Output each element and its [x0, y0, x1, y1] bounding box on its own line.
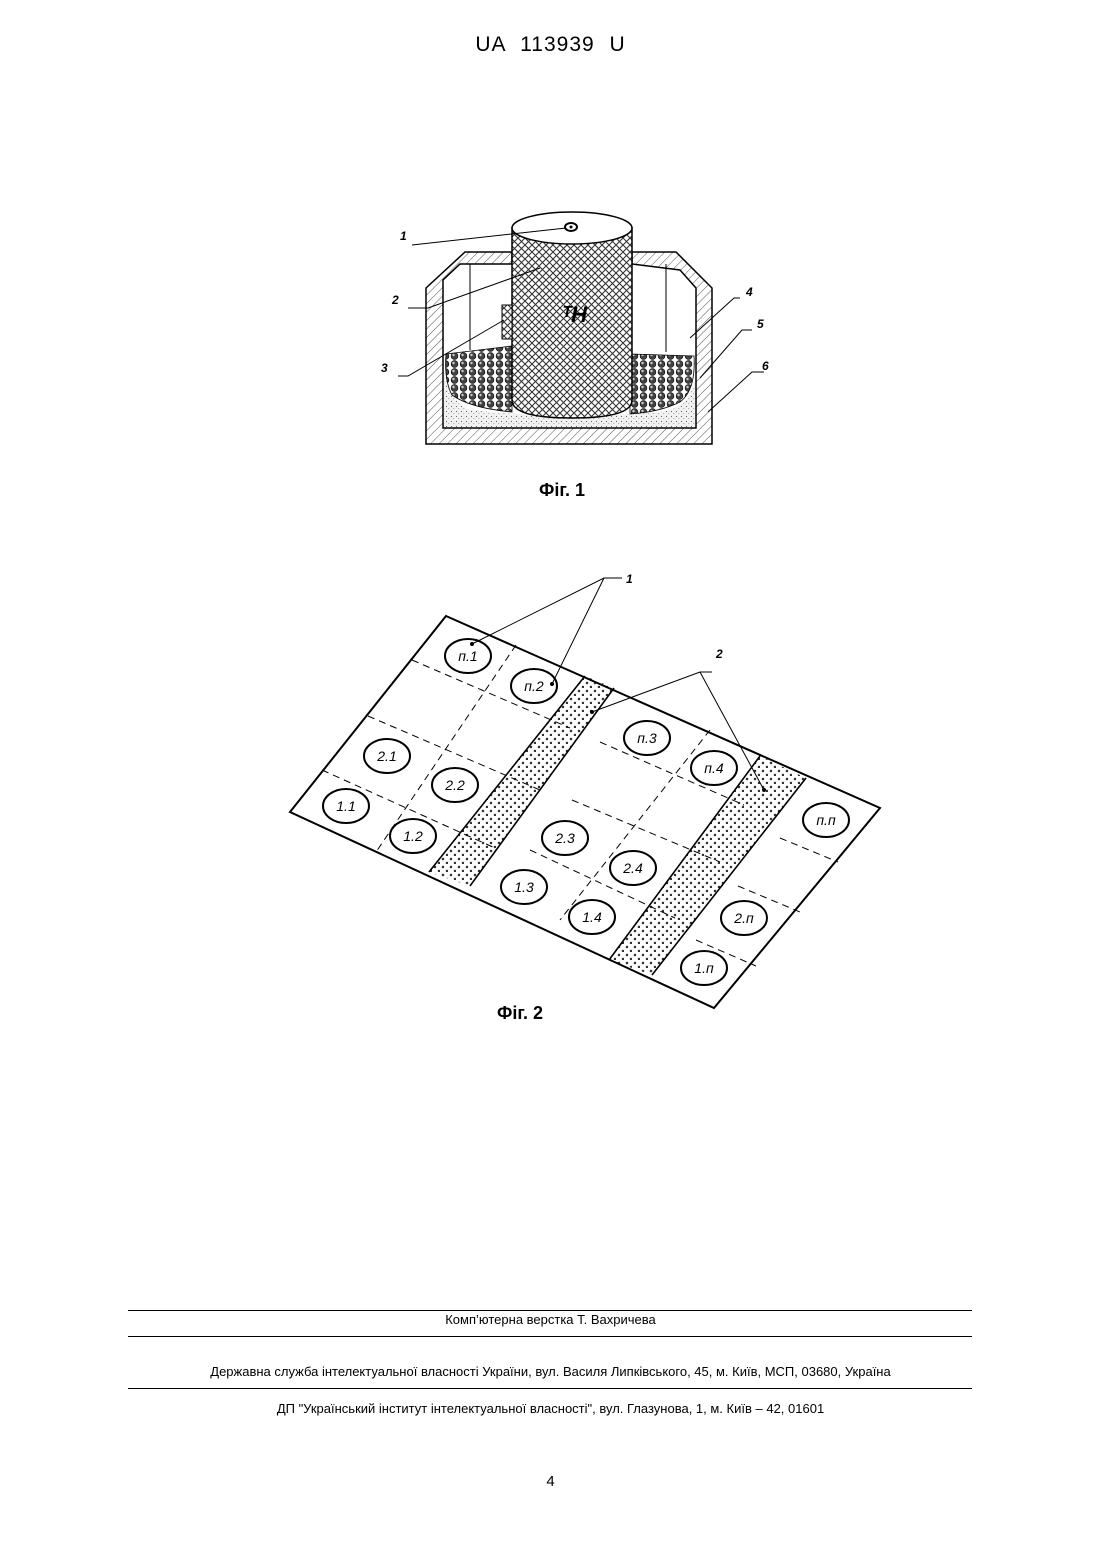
fig1-label-6: 6	[762, 359, 769, 373]
fig1-label-4: 4	[745, 285, 753, 299]
footer-rule-top	[128, 1310, 972, 1311]
footer-rule-bottom	[128, 1388, 972, 1389]
cell-label: 2.4	[622, 860, 643, 876]
figure-1-caption: Фіг. 1	[462, 480, 662, 501]
figure-2-caption: Фіг. 2	[420, 1003, 620, 1024]
institute-address: ДП "Український інститут інтелектуальної…	[0, 1401, 1101, 1416]
cell-label: 1.4	[582, 909, 602, 925]
cell-label: 1.п	[694, 960, 714, 976]
footer-rule-middle	[128, 1336, 972, 1337]
cell-label: п.1	[458, 648, 477, 664]
cell-label: 1.2	[403, 828, 423, 844]
sheet-outline	[290, 616, 880, 1008]
document-number: UA 113939 U	[0, 33, 1101, 57]
cell-label: п.2	[524, 678, 544, 694]
agency-address: Державна служба інтелектуальної власност…	[0, 1364, 1101, 1379]
cell-label: 1.1	[336, 798, 355, 814]
typesetting-credit: Комп’ютерна верстка Т. Вахричева	[0, 1312, 1101, 1327]
cell-label: 2.3	[554, 830, 575, 846]
cell-label: 2.2	[444, 777, 465, 793]
cell-label: 2.1	[376, 748, 396, 764]
sensor-block	[502, 305, 512, 339]
cylinder-mark: ᵀH	[562, 302, 588, 327]
fig1-label-2: 2	[391, 293, 399, 307]
fig1-label-5: 5	[757, 317, 764, 331]
cell-label: п.3	[637, 730, 657, 746]
fig1-label-3: 3	[381, 361, 388, 375]
fig2-label-2: 2	[715, 647, 723, 661]
figure-1-drawing: ᵀH 1 2 3 4 5 6	[0, 200, 1101, 460]
fig1-label-1: 1	[400, 229, 407, 243]
cell-label: п.4	[704, 760, 724, 776]
fig2-label-1: 1	[626, 572, 633, 586]
figure-2-drawing: п.1 п.2 п.3 п.4 п.п 2.1 2.2 2.3 2.4 2.п …	[0, 560, 1101, 1010]
cell-label: п.п	[816, 812, 836, 828]
cell-label: 2.п	[733, 910, 754, 926]
cell-label: 1.3	[514, 879, 534, 895]
page-number: 4	[0, 1473, 1101, 1490]
